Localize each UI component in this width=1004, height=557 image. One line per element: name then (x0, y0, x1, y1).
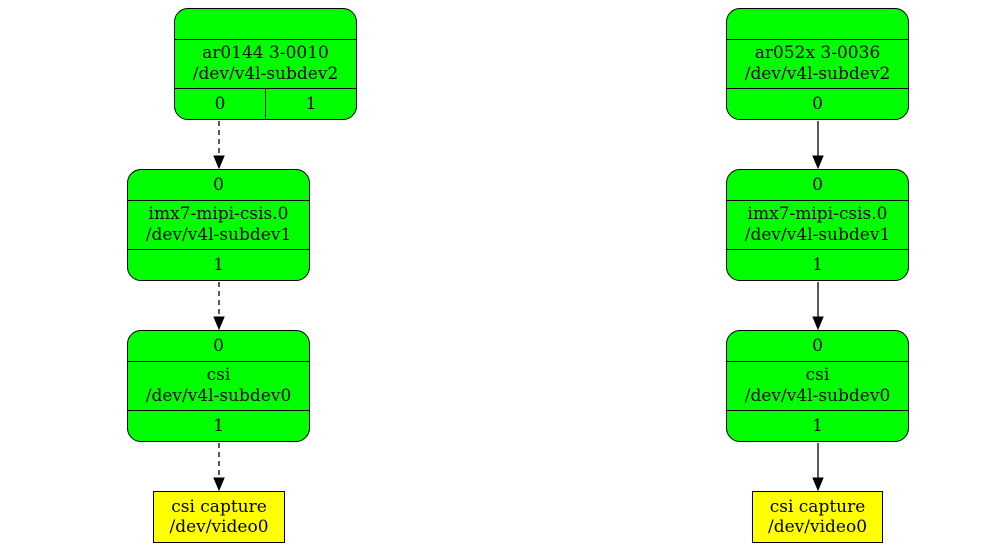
right-capture-node[interactable]: csi capture /dev/video0 (752, 491, 883, 543)
left-sensor-pad-0[interactable]: 0 (214, 93, 226, 114)
right-link-mipi-to-csi-arrowhead (812, 316, 824, 331)
right-sensor-label: ar052x 3-0036 /dev/v4l-subdev2 (727, 40, 908, 88)
left-mipi-name: imx7-mipi-csis.0 (148, 204, 289, 224)
left-sensor-top-spacer (175, 9, 356, 40)
left-sensor-dev: /dev/v4l-subdev2 (192, 64, 339, 84)
left-sensor-pad-1[interactable]: 1 (265, 89, 356, 119)
left-link-csi-to-capture (213, 443, 225, 492)
right-link-sensor-to-mipi (812, 121, 824, 170)
left-link-sensor-to-mipi-arrowhead (213, 155, 225, 170)
left-capture-node[interactable]: csi capture /dev/video0 (153, 491, 285, 543)
left-mipi-pad-in[interactable]: 0 (213, 174, 224, 195)
right-link-csi-to-capture (812, 443, 824, 492)
left-csi-pad-out[interactable]: 1 (213, 415, 224, 436)
right-csi-name: csi (805, 365, 830, 385)
left-capture-name: csi capture (171, 497, 267, 517)
right-mipi-pad-out[interactable]: 1 (812, 254, 823, 275)
right-capture-name: csi capture (769, 497, 866, 517)
left-link-mipi-to-csi-arrowhead (213, 316, 225, 331)
right-mipi-name: imx7-mipi-csis.0 (747, 204, 888, 224)
right-link-csi-to-capture-arrowhead (812, 477, 824, 492)
right-csi-label: csi /dev/v4l-subdev0 (727, 362, 908, 410)
left-mipi-dev: /dev/v4l-subdev1 (145, 225, 292, 245)
right-mipi-pad-in[interactable]: 0 (812, 174, 823, 195)
right-sensor-node[interactable]: ar052x 3-0036 /dev/v4l-subdev2 0 (726, 8, 909, 120)
left-csi-node[interactable]: 0 csi /dev/v4l-subdev0 1 (127, 330, 310, 442)
left-mipi-label: imx7-mipi-csis.0 /dev/v4l-subdev1 (128, 201, 309, 249)
right-csi-pad-out[interactable]: 1 (812, 415, 823, 436)
left-mipi-pad-out[interactable]: 1 (213, 254, 224, 275)
left-sensor-node[interactable]: ar0144 3-0010 /dev/v4l-subdev2 0 1 (174, 8, 357, 120)
left-link-sensor-to-mipi (213, 121, 225, 170)
left-csi-label: csi /dev/v4l-subdev0 (128, 362, 309, 410)
left-csi-dev: /dev/v4l-subdev0 (145, 386, 292, 406)
right-link-mipi-to-csi (812, 282, 824, 331)
left-sensor-name: ar0144 3-0010 (202, 43, 329, 63)
left-link-mipi-to-csi (213, 282, 225, 331)
left-capture-dev: /dev/video0 (169, 517, 269, 537)
right-link-sensor-to-mipi-arrowhead (812, 155, 824, 170)
right-capture-dev: /dev/video0 (767, 517, 868, 537)
right-sensor-pad-0[interactable]: 0 (812, 93, 823, 114)
right-csi-dev: /dev/v4l-subdev0 (744, 386, 891, 406)
right-csi-pad-in[interactable]: 0 (812, 335, 823, 356)
left-csi-pad-in[interactable]: 0 (213, 335, 224, 356)
right-sensor-name: ar052x 3-0036 (754, 43, 881, 63)
right-mipi-label: imx7-mipi-csis.0 /dev/v4l-subdev1 (727, 201, 908, 249)
left-sensor-label: ar0144 3-0010 /dev/v4l-subdev2 (175, 40, 356, 88)
right-sensor-dev: /dev/v4l-subdev2 (744, 64, 891, 84)
right-csi-node[interactable]: 0 csi /dev/v4l-subdev0 1 (726, 330, 909, 442)
left-link-csi-to-capture-arrowhead (213, 477, 225, 492)
right-mipi-node[interactable]: 0 imx7-mipi-csis.0 /dev/v4l-subdev1 1 (726, 169, 909, 281)
left-csi-name: csi (206, 365, 231, 385)
right-mipi-dev: /dev/v4l-subdev1 (744, 225, 891, 245)
right-sensor-top-spacer (727, 9, 908, 40)
left-mipi-node[interactable]: 0 imx7-mipi-csis.0 /dev/v4l-subdev1 1 (127, 169, 310, 281)
